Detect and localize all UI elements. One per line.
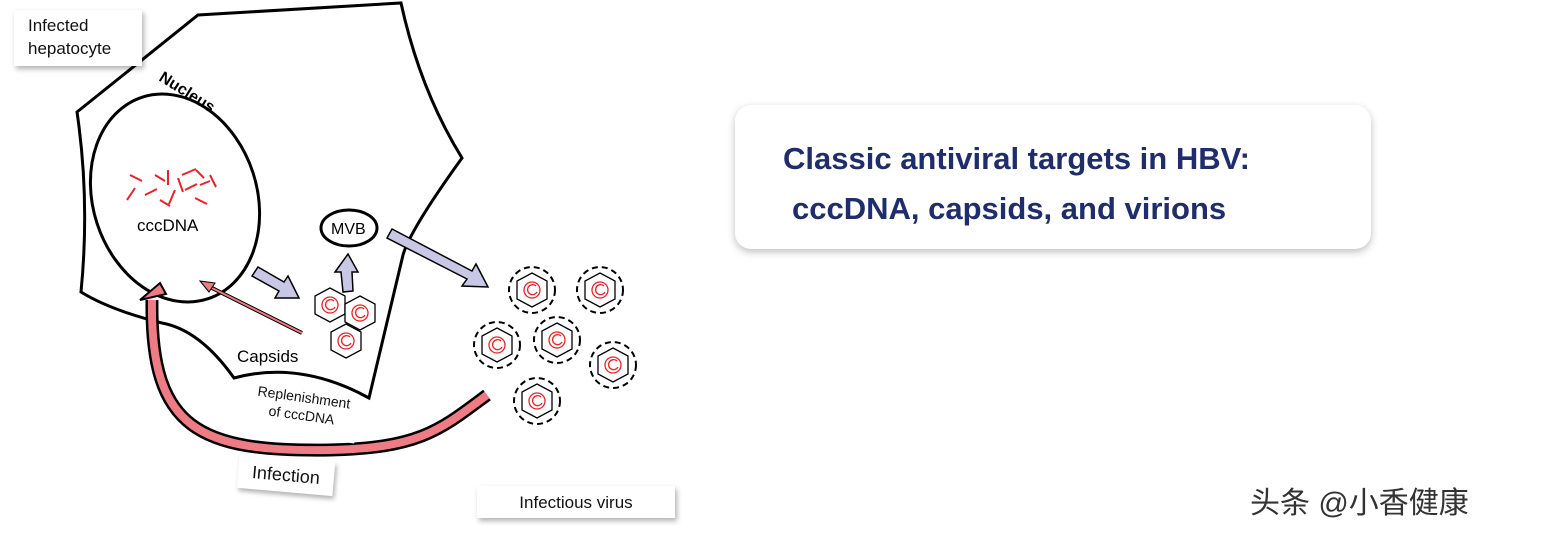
title-box: Classic antiviral targets in HBV: cccDNA… bbox=[735, 105, 1371, 249]
infectious-virus-label: Infectious virus bbox=[477, 486, 675, 518]
nucleus bbox=[88, 92, 262, 304]
mvb-label: MVB bbox=[331, 221, 366, 238]
recycling-arrow bbox=[198, 280, 303, 335]
mvb bbox=[319, 208, 379, 248]
capsids-label: Capsids bbox=[237, 347, 298, 366]
export-arrows bbox=[250, 227, 490, 299]
label-line: Infected bbox=[28, 16, 89, 35]
cccdna-label: cccDNA bbox=[137, 216, 199, 235]
cccdna-molecules bbox=[126, 168, 217, 207]
title-line-2: cccDNA, capsids, and virions bbox=[792, 191, 1227, 226]
label-line: hepatocyte bbox=[28, 39, 112, 58]
infection-arrow bbox=[139, 281, 491, 457]
title-line-1: Classic antiviral targets in HBV: bbox=[783, 141, 1250, 176]
watermark: 头条 @小香健康 bbox=[1250, 487, 1469, 520]
infectious-virions bbox=[473, 266, 637, 425]
infected-hepatocyte-label: Infected hepatocyte bbox=[14, 10, 142, 66]
